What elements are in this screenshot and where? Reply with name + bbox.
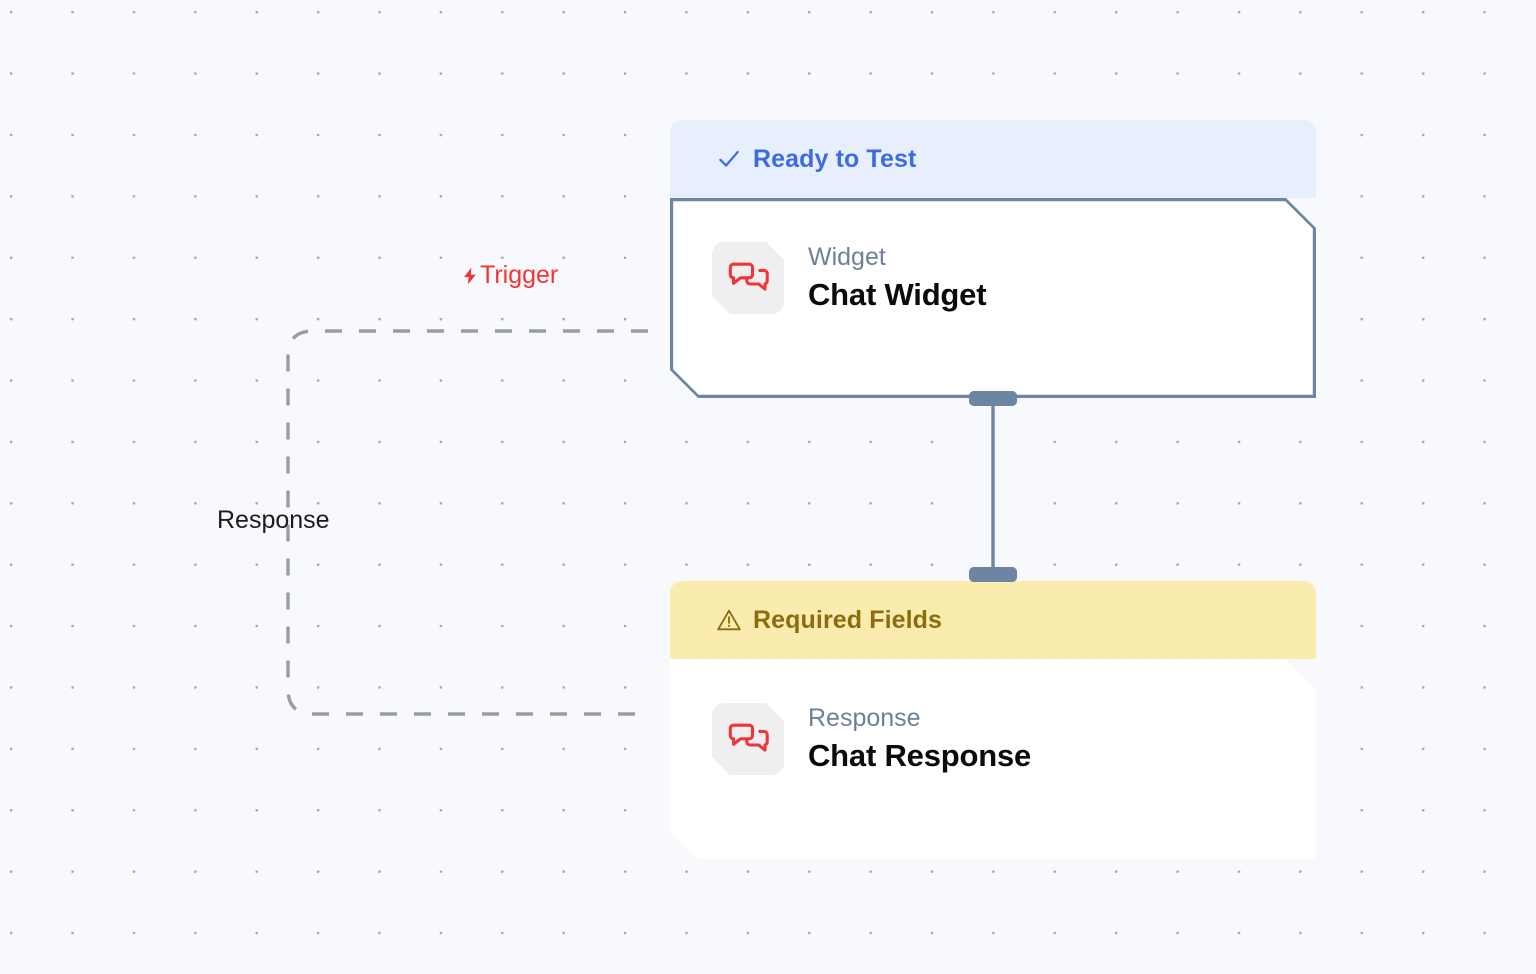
response-input-handle[interactable] [969,567,1017,582]
node-content: Response Chat Response [670,659,1316,775]
node-title-label: Chat Widget [808,276,987,312]
chat-response-node[interactable]: Required Fields Response Chat Response [670,567,1316,859]
trigger-edge-label-text: Trigger [480,260,559,289]
node-body[interactable]: Widget Chat Widget [670,198,1316,398]
node-status-required-fields[interactable]: Required Fields [670,581,1316,659]
check-icon [716,146,742,172]
chat-bubbles-icon [712,703,784,775]
node-status-ready-to-test[interactable]: Ready to Test [670,120,1316,198]
node-text: Response Chat Response [808,704,1031,774]
node-kind-label: Response [808,704,921,733]
node-body[interactable]: Response Chat Response [670,659,1316,859]
widget-output-handle[interactable] [969,391,1017,406]
node-content: Widget Chat Widget [670,198,1316,314]
node-status-label: Ready to Test [753,144,917,173]
trigger-edge-label: Trigger [460,262,558,288]
response-edge-label: Response [217,506,330,534]
node-kind-label: Widget [808,243,886,272]
node-text: Widget Chat Widget [808,243,986,313]
node-status-label: Required Fields [753,605,943,634]
chat-widget-node[interactable]: Ready to Test Widget Chat Widget [670,120,1316,406]
warning-triangle-icon [716,607,742,633]
response-edge-path [286,329,648,716]
lightning-bolt-icon [460,263,480,289]
chat-bubbles-icon [712,242,784,314]
node-title-label: Chat Response [808,737,1032,773]
